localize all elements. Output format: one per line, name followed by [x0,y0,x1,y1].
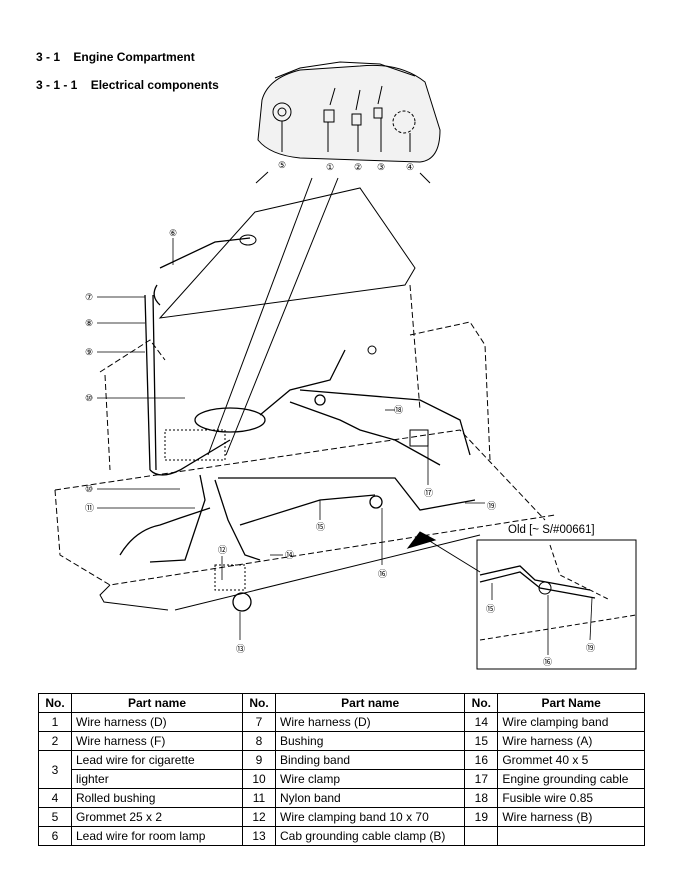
cell-part: Wire clamping band [497,712,645,732]
subsection-number: 3 - 1 - 1 [36,78,78,92]
frame-lines [99,534,481,611]
callout-5: ⑤ [278,160,286,170]
header-part-name-2: Part name [274,693,466,713]
harness-lines [119,237,476,612]
callout-17: ⑰ [424,488,433,498]
leader-lines [97,238,485,640]
cell-no: 14 [464,712,499,732]
callout-4: ④ [406,162,414,172]
cell-part: Lead wire for room lamp [71,826,243,846]
cell-part: Engine grounding cable [497,769,645,789]
section-number: 3 - 1 [36,50,61,64]
cell-part: Fusible wire 0.85 [497,788,645,808]
header-part-name-1: Part name [71,693,243,713]
table-row: 2 Wire harness (F) 8 Bushing 15 Wire har… [38,731,645,751]
cell-no: 4 [38,788,72,808]
cell-part: Lead wire for cigarette [71,750,243,770]
cell-no: 11 [242,788,276,808]
callout-14: ⑭ [285,550,294,560]
cell-no: 10 [242,769,276,789]
callout-15: ⑮ [316,522,325,532]
connectors [164,234,429,591]
callout-old-15: ⑮ [486,604,495,614]
table-row: 6 Lead wire for room lamp 13 Cab groundi… [38,826,645,846]
table-header-row: No. Part name No. Part name No. Part Nam… [38,693,645,713]
cell-part: Bushing [274,731,466,751]
rolled-bushing-shape [392,110,416,134]
callout-11: ⑪ [85,503,94,513]
cell-no: 15 [464,731,499,751]
cell-part: Rolled bushing [71,788,243,808]
callout-7: ⑦ [85,292,93,302]
cell-no: 6 [38,826,72,846]
callout-old-19: ⑲ [586,643,595,653]
cell-no: 2 [38,731,72,751]
callout-old-16: ⑯ [543,657,552,667]
header-part-name-3: Part Name [497,693,645,713]
cell-no: 12 [242,807,276,827]
cell-no: 7 [242,712,276,732]
old-version-label: Old [~ S/#00661] [508,524,595,536]
callout-labels: ① ② ③ ④ ⑤ ⑥ ⑦ ⑧ ⑨ ⑩ ⑩ ⑪ ⑫ ⑬ ⑭ ⑮ ⑯ ⑰ ⑱ ⑲ … [85,160,595,667]
cell-no: 17 [464,769,499,789]
cell-no: 16 [464,750,499,770]
callout-9: ⑨ [85,347,93,357]
table-row: lighter 10 Wire clamp 17 Engine groundin… [39,769,645,789]
callout-2: ② [354,162,362,172]
cell-no: 1 [38,712,72,732]
callout-3: ③ [377,162,385,172]
callout-16: ⑯ [378,569,387,579]
cell-part [497,826,645,846]
old-version-inset [476,539,637,670]
cell-part: Wire harness (B) [497,807,645,827]
callout-8: ⑧ [85,318,93,328]
callout-10-upper: ⑩ [85,393,93,403]
table-row: 5 Grommet 25 x 2 12 Wire clamping band 1… [38,807,645,827]
cell-part: Wire clamping band 10 x 70 [274,807,466,827]
table-row: 1 Wire harness (D) 7 Wire harness (D) 14… [38,712,645,732]
cell-part: Cab grounding cable clamp (B) [274,826,466,846]
header-no-3: No. [464,693,499,713]
cell-no: 9 [242,750,276,770]
section-heading: 3 - 1 Engine Compartment [36,50,195,64]
callout-19: ⑲ [487,501,496,511]
engine-inset [207,61,441,456]
callout-18: ⑱ [394,405,403,415]
callout-13: ⑬ [236,644,245,654]
header-no-2: No. [242,693,276,713]
parts-table: No. Part name No. Part name No. Part Nam… [38,693,645,846]
cell-part-continued: lighter [71,769,243,789]
callout-10-lower: ⑩ [85,484,93,494]
subsection-title: Electrical components [90,78,219,92]
table-row: 4 Rolled bushing 11 Nylon band 18 Fusibl… [38,788,645,808]
cell-no: 18 [464,788,499,808]
cell-no: 8 [242,731,276,751]
cell-no: 5 [38,807,72,827]
cell-no: 13 [242,826,276,846]
section-title: Engine Compartment [73,50,195,64]
cell-part: Grommet 40 x 5 [497,750,645,770]
cell-no [464,826,499,846]
cab-outline [54,187,556,586]
cell-part: Wire harness (A) [497,731,645,751]
header-no-1: No. [38,693,72,713]
cell-part: Nylon band [274,788,466,808]
cell-part: Binding band [274,750,466,770]
cell-part: Wire harness (F) [71,731,243,751]
cell-part: Grommet 25 x 2 [71,807,243,827]
cell-part: Wire clamp [274,769,466,789]
table-row: 3 Lead wire for cigarette 9 Binding band… [38,750,645,789]
cell-part: Wire harness (D) [71,712,243,732]
cell-no: 3 [38,750,72,789]
callout-1: ① [326,162,334,172]
cell-part: Wire harness (D) [274,712,466,732]
cell-no: 19 [464,807,499,827]
callout-6: ⑥ [169,228,177,238]
wiring-diagram: ① ② ③ ④ ⑤ ⑥ ⑦ ⑧ ⑨ ⑩ ⑩ ⑪ ⑫ ⑬ ⑭ ⑮ ⑯ ⑰ ⑱ ⑲ … [54,61,637,670]
callout-12: ⑫ [218,545,227,555]
subsection-heading: 3 - 1 - 1 Electrical components [36,78,219,92]
